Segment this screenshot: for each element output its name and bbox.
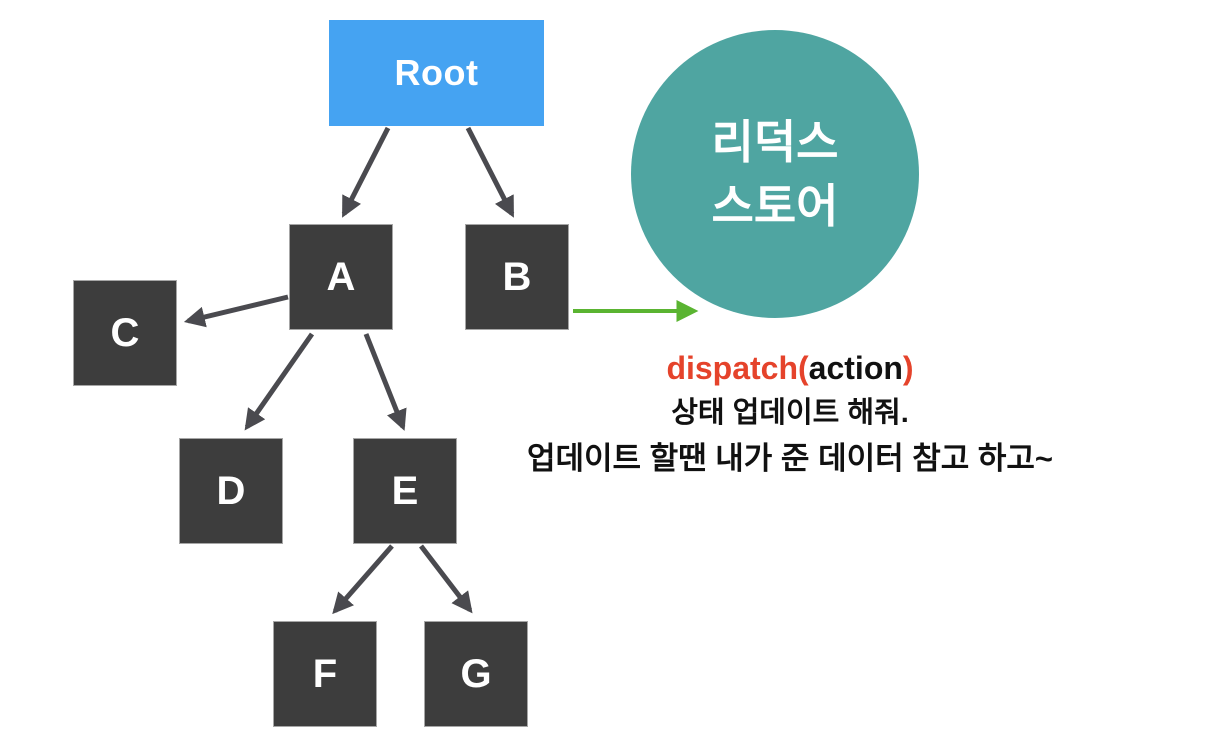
- tree-node-b-label: B: [502, 254, 532, 299]
- tree-node-c-label: C: [110, 310, 140, 355]
- dispatch-close-paren: ): [902, 350, 914, 386]
- tree-node-a: A: [289, 224, 393, 330]
- dispatch-caption: dispatch(action) 상태 업데이트 해줘. 업데이트 할땐 내가 …: [470, 346, 1110, 481]
- tree-node-g: G: [424, 621, 528, 727]
- tree-node-d: D: [179, 438, 283, 544]
- dispatch-open-paren: dispatch(: [666, 350, 809, 386]
- dispatch-code-line: dispatch(action): [470, 346, 1110, 391]
- dispatch-action-arg: action: [808, 350, 903, 386]
- edge-root-to-a: [341, 126, 391, 218]
- caption-line-3: 업데이트 할땐 내가 준 데이터 참고 하고~: [526, 441, 1054, 476]
- tree-node-a-label: A: [326, 254, 356, 299]
- tree-node-f: F: [273, 621, 377, 727]
- edge-a-to-d: [244, 332, 315, 431]
- redux-store-circle: 리덕스 스토어: [631, 30, 919, 318]
- tree-node-e: E: [353, 438, 457, 544]
- redux-store-label-line1: 리덕스: [711, 116, 839, 168]
- tree-node-c: C: [73, 280, 177, 386]
- tree-node-g-label: G: [460, 651, 492, 696]
- tree-node-f-label: F: [312, 651, 338, 696]
- caption-line-2: 상태 업데이트 해줘.: [671, 397, 909, 429]
- redux-store-label-line2: 스토어: [711, 180, 839, 232]
- tree-node-e-label: E: [391, 468, 419, 513]
- edge-root-to-b: [465, 126, 515, 218]
- edge-a-to-e: [363, 333, 407, 431]
- tree-node-root-label: Root: [394, 52, 479, 93]
- tree-node-b: B: [465, 224, 569, 330]
- edge-e-to-f: [332, 544, 394, 615]
- edge-a-to-c: [183, 294, 289, 328]
- tree-node-d-label: D: [216, 468, 246, 513]
- edge-e-to-g: [419, 544, 473, 614]
- tree-node-root: Root: [329, 20, 544, 126]
